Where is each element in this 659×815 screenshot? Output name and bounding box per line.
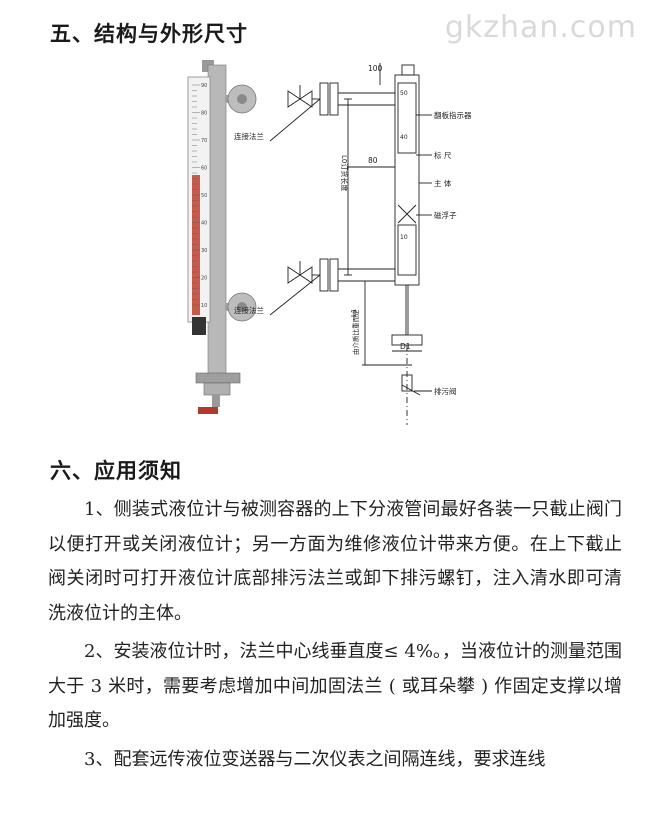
paragraph-1: 1、侧装式液位计与被测容器的上下分液管间最好各装一只截止阀门以便打开或关闭液位计… [48,499,622,624]
label-dim-D1: D1 [400,342,411,351]
indicator-tick-label: 80 [201,111,207,117]
section-5-heading: 五、结构与外形尺寸 [50,22,248,46]
magnetic-float [397,204,417,224]
nameplate [192,317,206,335]
label-dim-L0: L0订货长度 [340,155,349,191]
main-body-tube [394,74,420,286]
label-dim-80: 80 [368,156,378,165]
label-dim-L1-note: 由介质比重而定 [351,309,360,355]
drain-valve-drawing [401,374,413,392]
top-valve [287,90,301,108]
paragraph-3: 3、配套远传液位变送器与二次仪表之间隔连线，要求连线 [84,749,546,770]
label-drain-valve: 排污阀 [434,386,457,396]
gauge-photo: 90 80 70 60 50 40 30 20 10 [187,60,257,414]
technical-drawing [269,63,432,425]
label-flip-display: 翻板指示器 [434,110,472,120]
indicator-tick-label: 50 [201,193,207,199]
bottom-valve [287,266,301,284]
section-6-heading: 六、应用须知 [50,459,182,483]
label-scale-40: 40 [400,134,408,141]
structure-figure: 90 80 70 60 50 40 30 20 10 [170,55,490,435]
indicator-tick-label: 20 [201,276,207,282]
indicator-ticks: 90 80 70 60 50 40 30 20 10 [192,83,207,309]
indicator-tick-label: 30 [201,248,207,254]
label-float: 磁浮子 [434,210,457,220]
structure-diagram: 90 80 70 60 50 40 30 20 10 [187,60,472,425]
label-flange-top: 连接法兰 [234,131,264,141]
paragraph-2: 2、安装液位计时，法兰中心线垂直度≤ 4%。，当液位计的测量范围大于 3 米时，… [48,641,622,731]
drain-valve-handle [198,407,218,414]
label-dim-100: 100 [368,64,383,73]
label-flange-bottom: 连接法兰 [234,305,264,315]
indicator-tick-label: 60 [201,166,207,172]
diagram-labels: 连接法兰 连接法兰 翻板指示器 标 尺 主 体 磁浮子 排污阀 80 100 D… [234,64,472,396]
label-body: 主 体 [434,178,452,188]
flip-display [397,82,417,154]
indicator-tick-label: 70 [201,138,207,144]
label-scale-10: 10 [400,234,408,241]
gauge-main-tube [207,64,227,386]
watermark: gkzhan.com [444,10,637,45]
base-flange [195,372,241,384]
label-scale-50: 50 [400,90,408,97]
indicator-tick-label: 10 [201,303,207,309]
label-scale: 标 尺 [434,150,452,160]
indicator-tick-label: 40 [201,221,207,227]
indicator-red-section [192,175,200,315]
indicator-tick-label: 90 [201,83,207,89]
label-dim-L1: L1 [350,309,358,317]
